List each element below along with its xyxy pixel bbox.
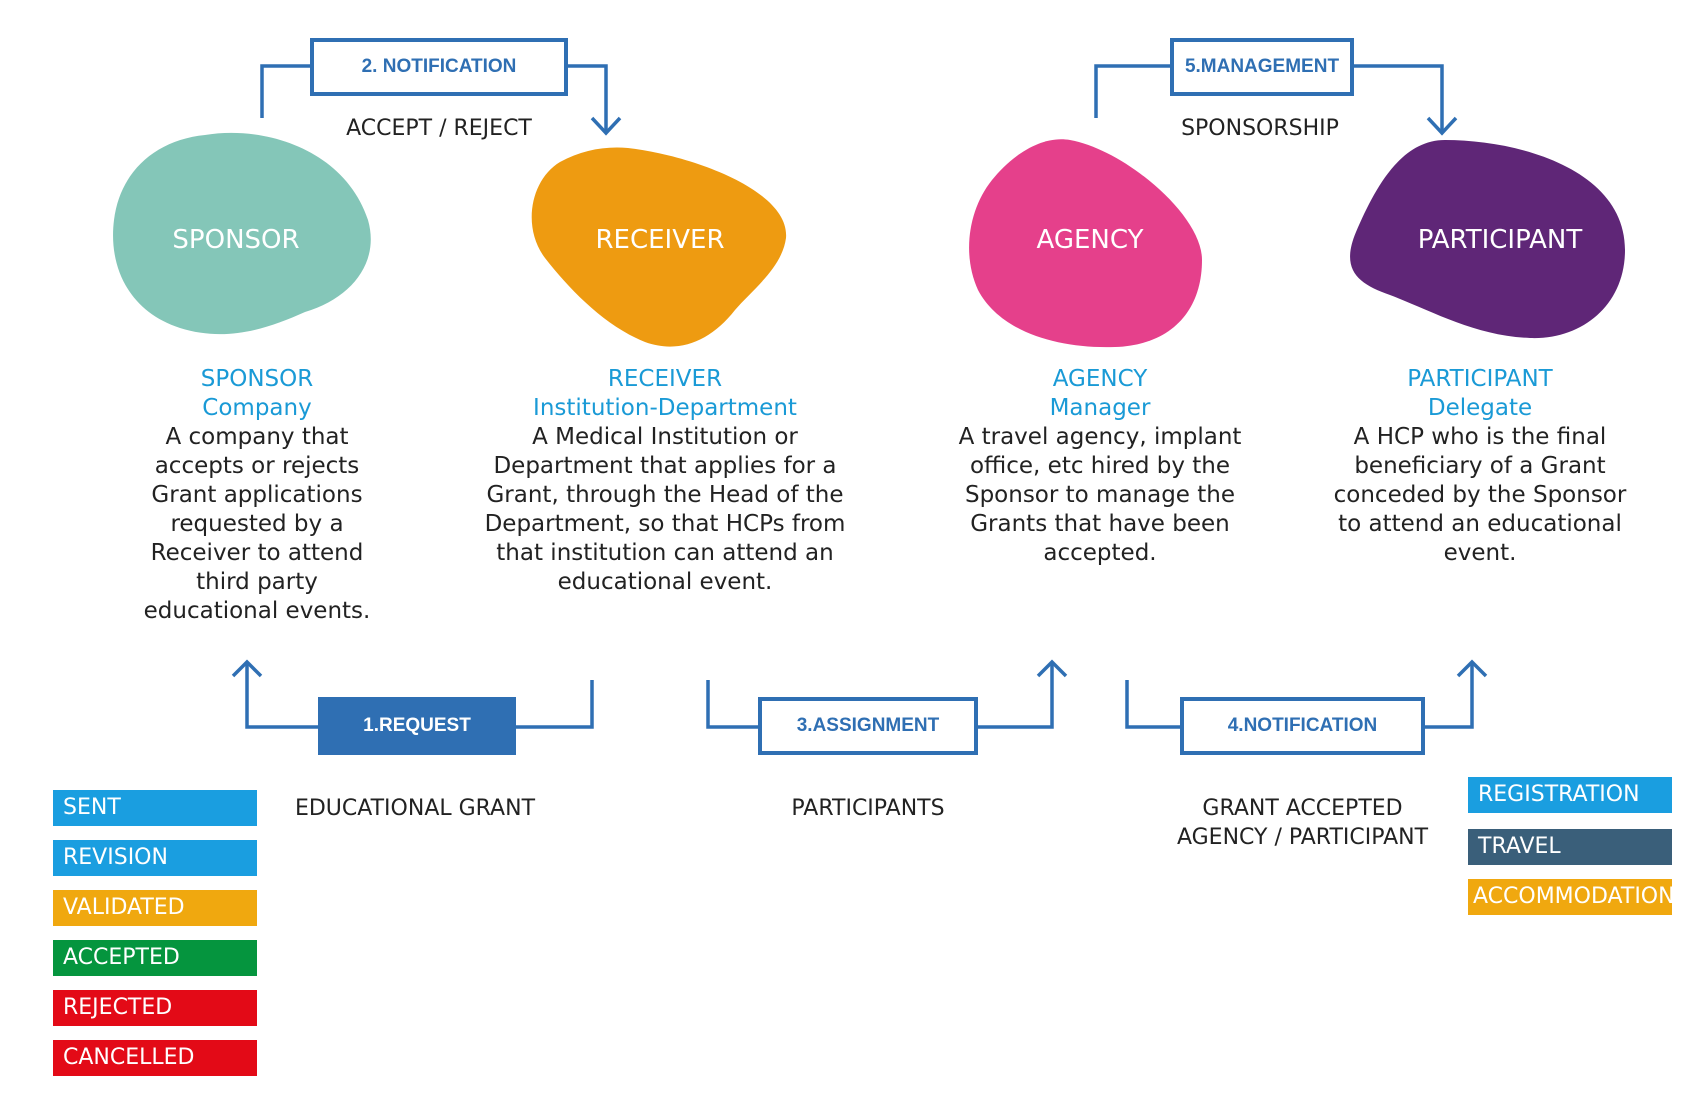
- participant-subtitle: Delegate: [1427, 395, 1533, 421]
- arrowhead: [1456, 659, 1488, 678]
- receiver-title: RECEIVER: [607, 366, 723, 392]
- grant-accepted-agency-participant-label: AGENCY / PARTICIPANT: [1176, 825, 1429, 850]
- sponsor-description: A company that accepts or rejects Grant …: [143, 424, 371, 624]
- participants-label: PARTICIPANTS: [791, 796, 945, 821]
- agency-blob: [969, 139, 1202, 348]
- notification-bottom-connector: [1125, 680, 1180, 729]
- status-rejected-chip: REJECTED: [53, 990, 257, 1026]
- request-connector: [516, 680, 594, 729]
- agency-description-block: AGENCY Manager A travel agency, implant …: [920, 365, 1280, 568]
- notification-bottom-connector-arrow: [1425, 662, 1474, 729]
- service-travel-chip: TRAVEL: [1468, 829, 1672, 865]
- receiver-blob: [531, 147, 787, 347]
- grant-accepted-label: GRANT ACCEPTED: [1202, 796, 1403, 821]
- service-accommodation-chip: ACCOMMODATION: [1468, 879, 1675, 915]
- agency-title: AGENCY: [1052, 366, 1148, 392]
- arrowhead: [1426, 116, 1458, 136]
- participant-description: A HCP who is the final beneficiary of a …: [1333, 424, 1627, 566]
- status-accepted-chip: ACCEPTED: [53, 940, 257, 976]
- status-cancelled-chip: CANCELLED: [53, 1040, 257, 1076]
- step-notification-bottom-box: 4.NOTIFICATION: [1180, 697, 1425, 755]
- sponsor-blob: [113, 132, 371, 335]
- educational-grant-label: EDUCATIONAL GRANT: [294, 796, 536, 821]
- step-request-box: 1.REQUEST: [318, 697, 516, 755]
- accept-reject-label: ACCEPT / REJECT: [346, 116, 532, 141]
- agency-subtitle: Manager: [1049, 395, 1151, 421]
- sponsor-description-block: SPONSOR Company A company that accepts o…: [67, 365, 447, 626]
- step-management-box: 5.MANAGEMENT: [1170, 38, 1354, 96]
- agency-description: A travel agency, implant office, etc hir…: [958, 424, 1242, 566]
- request-connector-arrow: [245, 662, 318, 729]
- status-sent-chip: SENT: [53, 790, 257, 826]
- status-revision-chip: REVISION: [53, 840, 257, 876]
- participant-blob: [1350, 140, 1625, 339]
- arrowhead: [590, 116, 622, 136]
- receiver-description-block: RECEIVER Institution-Department A Medica…: [480, 365, 850, 597]
- arrowhead: [1036, 659, 1068, 678]
- service-registration-chip: REGISTRATION: [1468, 777, 1672, 813]
- management-connector-arrow: [1352, 64, 1444, 133]
- notification-connector: [260, 64, 310, 118]
- status-validated-chip: VALIDATED: [53, 890, 257, 926]
- sponsorship-label: SPONSORSHIP: [1181, 116, 1339, 141]
- step-notification-box: 2. NOTIFICATION: [310, 38, 568, 96]
- management-connector: [1094, 64, 1170, 118]
- arrowhead: [231, 659, 263, 678]
- sponsor-subtitle: Company: [202, 395, 312, 421]
- receiver-description: A Medical Institution or Department that…: [484, 424, 846, 595]
- participant-blob-label: PARTICIPANT: [1417, 225, 1583, 255]
- step-assignment-box: 3.ASSIGNMENT: [758, 697, 978, 755]
- receiver-blob-label: RECEIVER: [595, 225, 725, 255]
- assignment-connector: [706, 680, 758, 729]
- participant-description-block: PARTICIPANT Delegate A HCP who is the fi…: [1300, 365, 1660, 568]
- agency-blob-label: AGENCY: [1036, 225, 1144, 255]
- assignment-connector-arrow: [978, 662, 1054, 729]
- participant-title: PARTICIPANT: [1407, 366, 1553, 392]
- sponsor-blob-label: SPONSOR: [172, 225, 300, 255]
- notification-connector-arrow: [566, 64, 608, 133]
- sponsor-title: SPONSOR: [200, 366, 314, 392]
- receiver-subtitle: Institution-Department: [533, 395, 797, 421]
